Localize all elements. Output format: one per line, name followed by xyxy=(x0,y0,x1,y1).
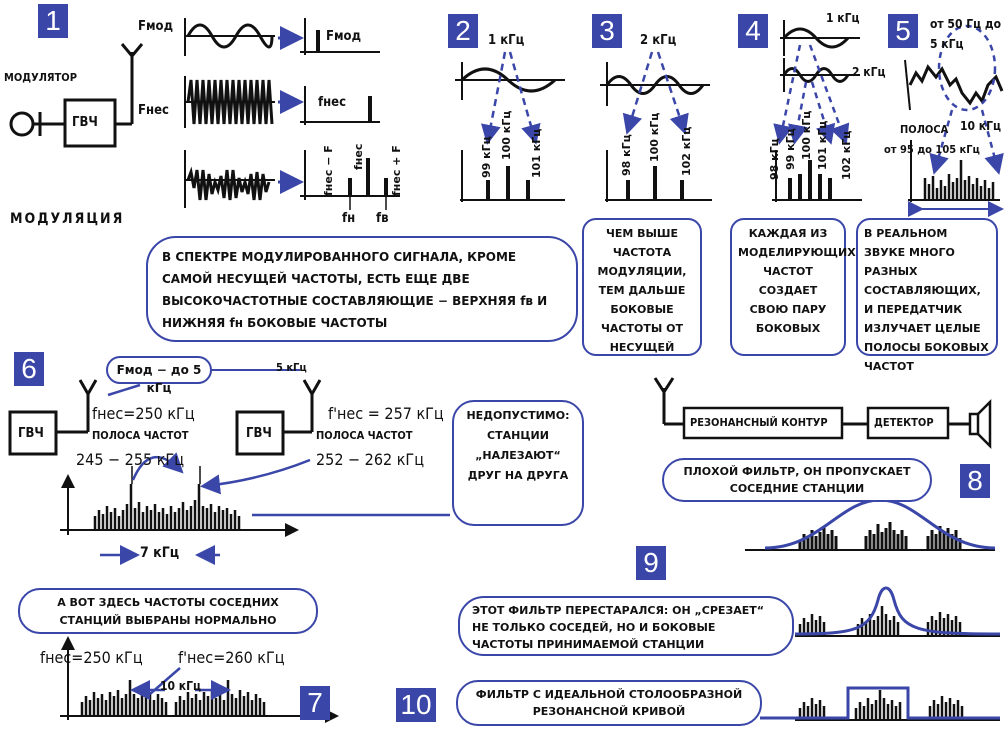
f-nes-label: Fнес xyxy=(138,103,169,118)
panel-number-8: 8 xyxy=(960,464,990,498)
panel-10-drawing xyxy=(795,690,1000,721)
panel-8-drawing xyxy=(653,377,995,551)
p1-note-bubble: В СПЕКТРЕ МОДУЛИРОВАННОГО СИГНАЛА, КРОМЕ… xyxy=(146,236,578,342)
side-low-label: fнес − F xyxy=(322,145,335,196)
f-n-label: fн xyxy=(342,211,356,226)
p8-block1-label: РЕЗОНАНСНЫЙ КОНТУР xyxy=(690,416,828,429)
p3-bar-label-1: 98 кГц xyxy=(620,134,633,176)
panel-6-drawing xyxy=(8,379,322,537)
speaker-icon xyxy=(968,398,992,450)
p4-bar-label-2: 99 кГц xyxy=(784,128,797,170)
panel-3-arrows xyxy=(622,51,689,135)
p4-freq2-label: 2 кГц xyxy=(852,65,886,79)
panel-number-10: 10 xyxy=(396,688,436,722)
side-high-label: fнес + F xyxy=(390,145,403,196)
panel-9-drawing xyxy=(795,606,1000,637)
p10-note-bubble: ФИЛЬТР С ИДЕАЛЬНОЙ СТОЛООБРАЗНОЙ РЕЗОНАН… xyxy=(456,680,762,726)
p8-note-bubble: ПЛОХОЙ ФИЛЬТР, ОН ПРОПУСКАЕТ СОСЕДНИЕ СТ… xyxy=(662,458,932,502)
p5-note-bubble: В РЕАЛЬНОМ ЗВУКЕ МНОГО РАЗНЫХ СОСТАВЛЯЮЩ… xyxy=(856,218,998,373)
panel-number-9: 9 xyxy=(636,546,666,580)
p6-fmod-bubble: Fмод − до 5 кГц xyxy=(106,356,212,395)
filter-curve-bad xyxy=(764,498,996,550)
p7-note-bubble: А ВОТ ЗДЕСЬ ЧАСТОТЫ СОСЕДНИХ СТАНЦИЙ ВЫБ… xyxy=(18,588,318,634)
gen-label: ГВЧ xyxy=(72,115,98,130)
modulated-wave xyxy=(186,166,271,201)
p6-band2-label: ПОЛОСА ЧАСТОТ xyxy=(316,429,413,442)
p3-note-bubble: ЧЕМ ВЫШЕ ЧАСТОТА МОДУЛЯЦИИ, ТЕМ ДАЛЬШЕ Б… xyxy=(582,218,702,356)
p8-block2-label: ДЕТЕКТОР xyxy=(874,416,934,429)
p6-range1-label: 245 − 255 кГц xyxy=(76,450,184,469)
p5-band-label-a: ПОЛОСА xyxy=(900,123,949,136)
p9-note-bubble: ЭТОТ ФИЛЬТР ПЕРЕСТАРАЛСЯ: ОН „СРЕЗАЕТ“ Н… xyxy=(458,596,794,656)
modulator-label: МОДУЛЯТОР xyxy=(4,71,77,84)
antenna-icon xyxy=(115,43,144,126)
f-mod-label: Fмод xyxy=(138,19,174,34)
panel-number-3: 3 xyxy=(592,14,622,48)
p7-f1-label: fнес=250 кГц xyxy=(40,648,143,667)
p4-bar-label-1: 98 кГц xyxy=(768,138,781,180)
panel-5-arrows xyxy=(929,24,1004,175)
p5-range-label: от 50 Гц до 5 кГц xyxy=(930,17,1001,51)
p4-note-bubble: КАЖДАЯ ИЗ МОДЕЛИРУЮЩИХ ЧАСТОТ СОЗДАЕТ СВ… xyxy=(730,218,856,356)
panel-number-5: 5 xyxy=(888,14,918,48)
microphone-icon xyxy=(9,111,42,137)
panel-number-1: 1 xyxy=(38,4,68,38)
p2-bar-label-3: 101 кГц xyxy=(530,128,543,178)
modulation-title: МОДУЛЯЦИЯ xyxy=(10,211,125,227)
panel-1-drawing xyxy=(9,18,400,210)
p7-gap-label: 10 кГц xyxy=(160,679,201,693)
panel-number-6: 6 xyxy=(14,352,44,386)
carrier-wave xyxy=(186,79,274,125)
p6-note-bubble: НЕДОПУСТИМО: СТАНЦИИ „НАЛЕЗАЮТ“ ДРУГ НА … xyxy=(452,400,584,526)
f-v-label: fв xyxy=(376,211,389,226)
p2-bar-label-2: 100 кГц xyxy=(500,110,513,160)
side-carrier-label: fнес xyxy=(352,143,365,170)
panel-2-arrows xyxy=(481,51,541,145)
panel-number-7: 7 xyxy=(300,686,330,720)
p4-bar-label-4: 101 кГц xyxy=(816,120,829,170)
p6-range2-label: 252 − 262 кГц xyxy=(316,450,424,469)
panel-2-drawing xyxy=(455,62,565,202)
p6-f2-label: f'нес = 257 кГц xyxy=(328,404,444,423)
p4-bar-label-5: 102 кГц xyxy=(840,130,853,180)
p6-f1-label: fнес=250 кГц xyxy=(92,404,195,423)
p7-f2-label: f'нес=260 кГц xyxy=(178,648,285,667)
panel-4-arrows xyxy=(773,44,850,145)
p2-bar-label-1: 99 кГц xyxy=(480,136,493,178)
p5-band-label-b: 10 кГц xyxy=(960,119,1001,133)
p6-gen2-label: ГВЧ xyxy=(246,426,272,441)
panel-number-2: 2 xyxy=(448,14,478,48)
panel-6-arrows xyxy=(100,369,311,565)
filter-curve-ideal xyxy=(760,686,1000,720)
p4-freq1-label: 1 кГц xyxy=(826,11,860,25)
p5-band-label-c: от 95 до 105 кГц xyxy=(884,143,980,156)
panel-number-4: 4 xyxy=(738,14,768,48)
p6-gen1-label: ГВЧ xyxy=(18,426,44,441)
p3-freq-label: 2 кГц xyxy=(640,33,677,48)
p6-width-label: 7 кГц xyxy=(140,545,180,561)
panel-5-drawing xyxy=(904,59,1004,202)
p6-fmod2-label: 5 кГц xyxy=(276,361,307,374)
p3-bar-label-2: 100 кГц xyxy=(648,112,661,162)
panel-1-arrows xyxy=(278,26,304,194)
p6-band1-label: ПОЛОСА ЧАСТОТ xyxy=(92,429,189,442)
p3-bar-label-3: 102 кГц xyxy=(680,126,693,176)
filter-curve-narrow xyxy=(794,586,1001,636)
panel-7-arrows xyxy=(130,667,231,700)
f-mod-spectrum-label: Fмод xyxy=(326,29,362,44)
p4-bar-label-3: 100 кГц xyxy=(800,110,813,160)
panel-3-drawing xyxy=(600,62,712,202)
f-nes-spectrum-label: fнес xyxy=(318,95,347,110)
p2-freq-label: 1 кГц xyxy=(488,33,525,48)
